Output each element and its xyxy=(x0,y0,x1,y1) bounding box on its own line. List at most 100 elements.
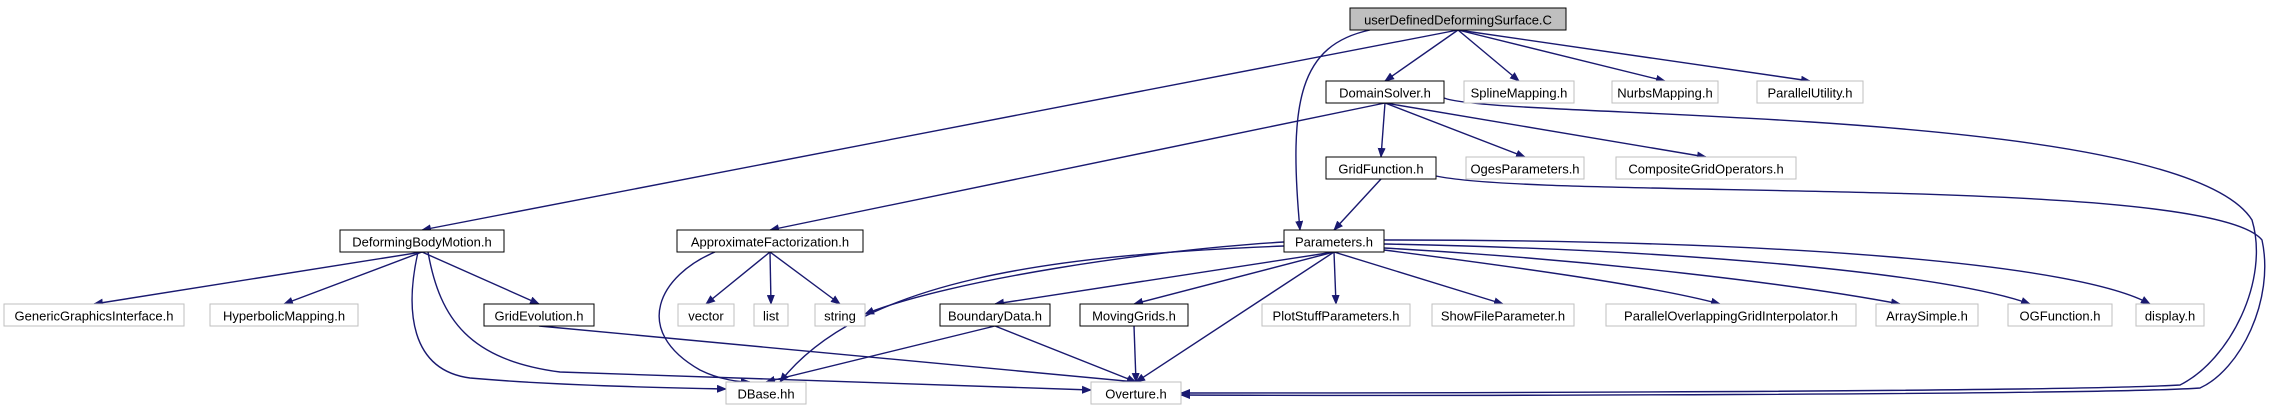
edge-gridfunction-to-parameters xyxy=(1333,178,1382,231)
edge-parameters-to-string xyxy=(864,241,1285,315)
node-label-gridfunction: GridFunction.h xyxy=(1338,162,1423,177)
node-box-arraysimple xyxy=(1875,303,1979,327)
edge-deformingbodymotion-to-overture xyxy=(427,251,1092,394)
node-box-list xyxy=(753,303,789,327)
edge-root-to-splinemapping xyxy=(1457,29,1520,82)
node-plotstuffparameters: PlotStuffParameters.h xyxy=(1261,303,1411,327)
node-paralleloverlapping: ParallelOverlappingGridInterpolator.h xyxy=(1605,303,1857,327)
node-box-domainsolver[interactable] xyxy=(1325,80,1445,104)
node-arraysimple: ArraySimple.h xyxy=(1875,303,1979,327)
nodes-layer: userDefinedDeformingSurface.C DomainSolve… xyxy=(3,7,2205,405)
node-gridevolution[interactable]: GridEvolution.h xyxy=(483,303,595,327)
node-box-dbase xyxy=(725,381,807,405)
edge-domainsolver-to-approximatefactorization xyxy=(769,102,1386,233)
node-ogfunction: OGFunction.h xyxy=(2007,303,2113,327)
node-box-ogesparameters xyxy=(1465,156,1585,180)
node-box-overture xyxy=(1090,381,1182,405)
edge-boundarydata-to-dbase xyxy=(765,325,996,384)
node-box-deformingbodymotion[interactable] xyxy=(339,229,505,253)
node-label-approximatefactorization: ApproximateFactorization.h xyxy=(691,235,849,250)
edge-gridfunction-to-overture xyxy=(1180,175,2266,400)
node-label-parameters: Parameters.h xyxy=(1295,235,1373,250)
node-hyperbolicmapping: HyperbolicMapping.h xyxy=(209,303,359,327)
node-label-ogesparameters: OgesParameters.h xyxy=(1470,162,1579,177)
node-vector: vector xyxy=(677,303,735,327)
node-gridfunction[interactable]: GridFunction.h xyxy=(1325,156,1437,180)
node-box-movinggrids[interactable] xyxy=(1079,303,1189,327)
node-label-paralleloverlapping: ParallelOverlappingGridInterpolator.h xyxy=(1624,309,1838,324)
edge-deformingbodymotion-to-dbase xyxy=(411,251,727,393)
node-label-deformingbodymotion: DeformingBodyMotion.h xyxy=(352,235,491,250)
node-boundarydata[interactable]: BoundaryData.h xyxy=(939,303,1051,327)
node-box-compositegridoperators xyxy=(1615,156,1797,180)
node-label-boundarydata: BoundaryData.h xyxy=(948,309,1042,324)
node-label-list: list xyxy=(763,309,779,324)
node-label-display: display.h xyxy=(2145,309,2195,324)
node-box-plotstuffparameters xyxy=(1261,303,1411,327)
edge-deformingbodymotion-to-gridevolution xyxy=(421,251,540,305)
node-parameters[interactable]: Parameters.h xyxy=(1283,229,1385,253)
edge-approximatefactorization-to-vector xyxy=(705,251,771,305)
node-overture: Overture.h xyxy=(1090,381,1182,405)
node-splinemapping: SplineMapping.h xyxy=(1463,80,1575,104)
node-label-ogfunction: OGFunction.h xyxy=(2020,309,2101,324)
edge-domainsolver-to-overture xyxy=(1180,97,2257,397)
node-box-gridfunction[interactable] xyxy=(1325,156,1437,180)
edge-parameters-to-display xyxy=(1383,239,2151,305)
edge-parameters-to-showfileparameter xyxy=(1333,251,1504,306)
node-box-display xyxy=(2135,303,2205,327)
edge-root-to-deformingbodymotion xyxy=(421,29,1459,233)
edge-parameters-to-paralleloverlapping xyxy=(1383,249,1721,306)
edges-layer xyxy=(93,29,2266,400)
node-label-overture: Overture.h xyxy=(1105,387,1166,402)
node-label-nurbsmapping: NurbsMapping.h xyxy=(1617,86,1712,101)
node-label-plotstuffparameters: PlotStuffParameters.h xyxy=(1273,309,1400,324)
node-approximatefactorization[interactable]: ApproximateFactorization.h xyxy=(676,229,864,253)
node-label-string: string xyxy=(824,309,856,324)
edge-approximatefactorization-to-list xyxy=(766,251,775,305)
node-label-vector: vector xyxy=(688,309,724,324)
node-box-gridevolution[interactable] xyxy=(483,303,595,327)
node-label-showfileparameter: ShowFileParameter.h xyxy=(1441,309,1565,324)
edge-root-to-parallelutility xyxy=(1457,29,1811,84)
node-box-genericgraphicsinterface xyxy=(3,303,185,327)
node-nurbsmapping: NurbsMapping.h xyxy=(1611,80,1719,104)
node-label-movinggrids: MovingGrids.h xyxy=(1092,309,1176,324)
node-box-boundarydata[interactable] xyxy=(939,303,1051,327)
node-label-genericgraphicsinterface: GenericGraphicsInterface.h xyxy=(15,309,174,324)
edge-domainsolver-to-gridfunction xyxy=(1377,102,1386,158)
edge-boundarydata-to-overture xyxy=(994,325,1137,383)
node-box-root[interactable] xyxy=(1349,7,1567,31)
node-box-ogfunction xyxy=(2007,303,2113,327)
node-box-nurbsmapping xyxy=(1611,80,1719,104)
node-string: string xyxy=(814,303,866,327)
node-label-parallelutility: ParallelUtility.h xyxy=(1767,86,1852,101)
node-domainsolver[interactable]: DomainSolver.h xyxy=(1325,80,1445,104)
node-list: list xyxy=(753,303,789,327)
edge-approximatefactorization-to-string xyxy=(769,251,841,305)
node-box-hyperbolicmapping xyxy=(209,303,359,327)
edge-root-to-parameters xyxy=(1295,29,1371,231)
node-box-approximatefactorization[interactable] xyxy=(676,229,864,253)
node-ogesparameters: OgesParameters.h xyxy=(1465,156,1585,180)
edge-domainsolver-to-ogesparameters xyxy=(1384,102,1526,158)
edge-deformingbodymotion-to-hyperbolicmapping xyxy=(283,251,423,305)
node-root[interactable]: userDefinedDeformingSurface.C xyxy=(1349,7,1567,31)
node-label-domainsolver: DomainSolver.h xyxy=(1339,86,1431,101)
node-box-parameters[interactable] xyxy=(1283,229,1385,253)
edge-parameters-to-overture xyxy=(1135,251,1335,383)
node-deformingbodymotion[interactable]: DeformingBodyMotion.h xyxy=(339,229,505,253)
node-parallelutility: ParallelUtility.h xyxy=(1756,80,1864,104)
edge-parameters-to-dbase xyxy=(779,245,1285,383)
node-dbase: DBase.hh xyxy=(725,381,807,405)
edge-parameters-to-boundarydata xyxy=(994,251,1335,307)
edge-parameters-to-arraysimple xyxy=(1383,247,1901,307)
edge-approximatefactorization-to-dbase xyxy=(658,251,751,386)
node-movinggrids[interactable]: MovingGrids.h xyxy=(1079,303,1189,327)
edge-domainsolver-to-compositegridoperators xyxy=(1384,102,1707,160)
node-label-root: userDefinedDeformingSurface.C xyxy=(1364,13,1552,28)
edge-parameters-to-plotstuffparameters xyxy=(1331,251,1340,305)
node-label-splinemapping: SplineMapping.h xyxy=(1471,86,1568,101)
node-label-compositegridoperators: CompositeGridOperators.h xyxy=(1628,162,1783,177)
